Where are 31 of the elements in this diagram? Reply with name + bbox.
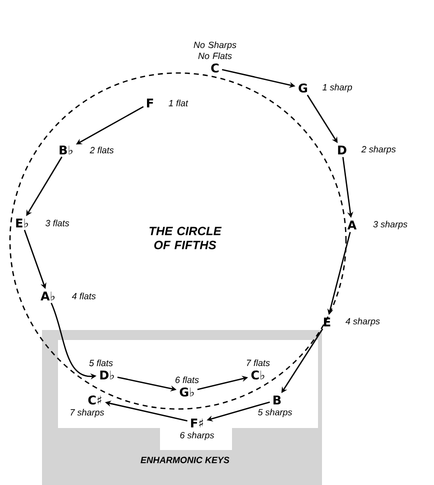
key-signature-label: 1 flat [168, 100, 188, 106]
key-letter: A♭ [40, 292, 55, 300]
key-signature-label: 3 sharps [373, 220, 408, 230]
key-letter: C♯ [88, 395, 102, 405]
key-letter: D [338, 146, 346, 154]
key-signature-label: 2 sharps [361, 146, 396, 154]
key-letter: E♭ [16, 218, 28, 228]
key-letter: A [347, 220, 357, 230]
key-letter: E [324, 318, 330, 326]
key-signature-label: 6 flats [176, 376, 199, 384]
key-signature-label: 5 flats [89, 360, 113, 366]
key-letter: G [298, 83, 308, 93]
key-signature-label: 5 sharps [258, 408, 292, 418]
key-letter: C [211, 63, 219, 73]
key-letter: F [147, 98, 154, 108]
key-signature-label: 1 sharp [322, 84, 352, 92]
key-signature-label: 6 sharps [180, 432, 214, 440]
key-letter: F♯ [191, 418, 203, 428]
title: THE CIRCLE OF FIFTHS [150, 226, 222, 250]
key-signature-label: 4 flats [72, 292, 96, 300]
key-signature-label: 7 flats [246, 359, 270, 366]
key-signature-label: 3 flats [46, 220, 70, 226]
key-letter: B [274, 396, 281, 404]
key-signature-label: 4 sharps [346, 318, 380, 326]
key-signature-label: No Sharps No Flats [194, 41, 236, 60]
key-letter: B♭ [60, 146, 72, 154]
key-letter: D♭ [100, 370, 114, 380]
key-signature-label: 7 sharps [70, 408, 104, 418]
key-letter: G♭ [180, 387, 194, 397]
key-signature-label: 2 flats [90, 146, 114, 154]
key-letter: C♭ [251, 370, 264, 380]
